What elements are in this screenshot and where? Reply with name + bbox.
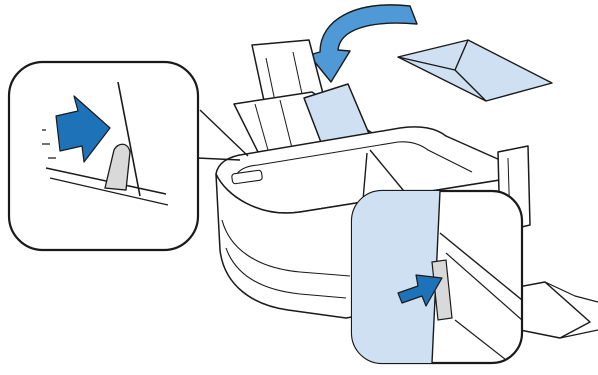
edge-guide-right [431,259,453,321]
edge-guide [104,143,131,191]
envelope [397,39,553,102]
right-edge-guide-detail [350,189,524,365]
callout-pointers [196,109,409,201]
control-panel [231,169,263,185]
left-edge-guide-detail [7,60,200,252]
insert-arrow-icon [397,274,443,307]
push-arrow-icon [55,95,111,163]
curved-arrow-icon [308,4,418,83]
